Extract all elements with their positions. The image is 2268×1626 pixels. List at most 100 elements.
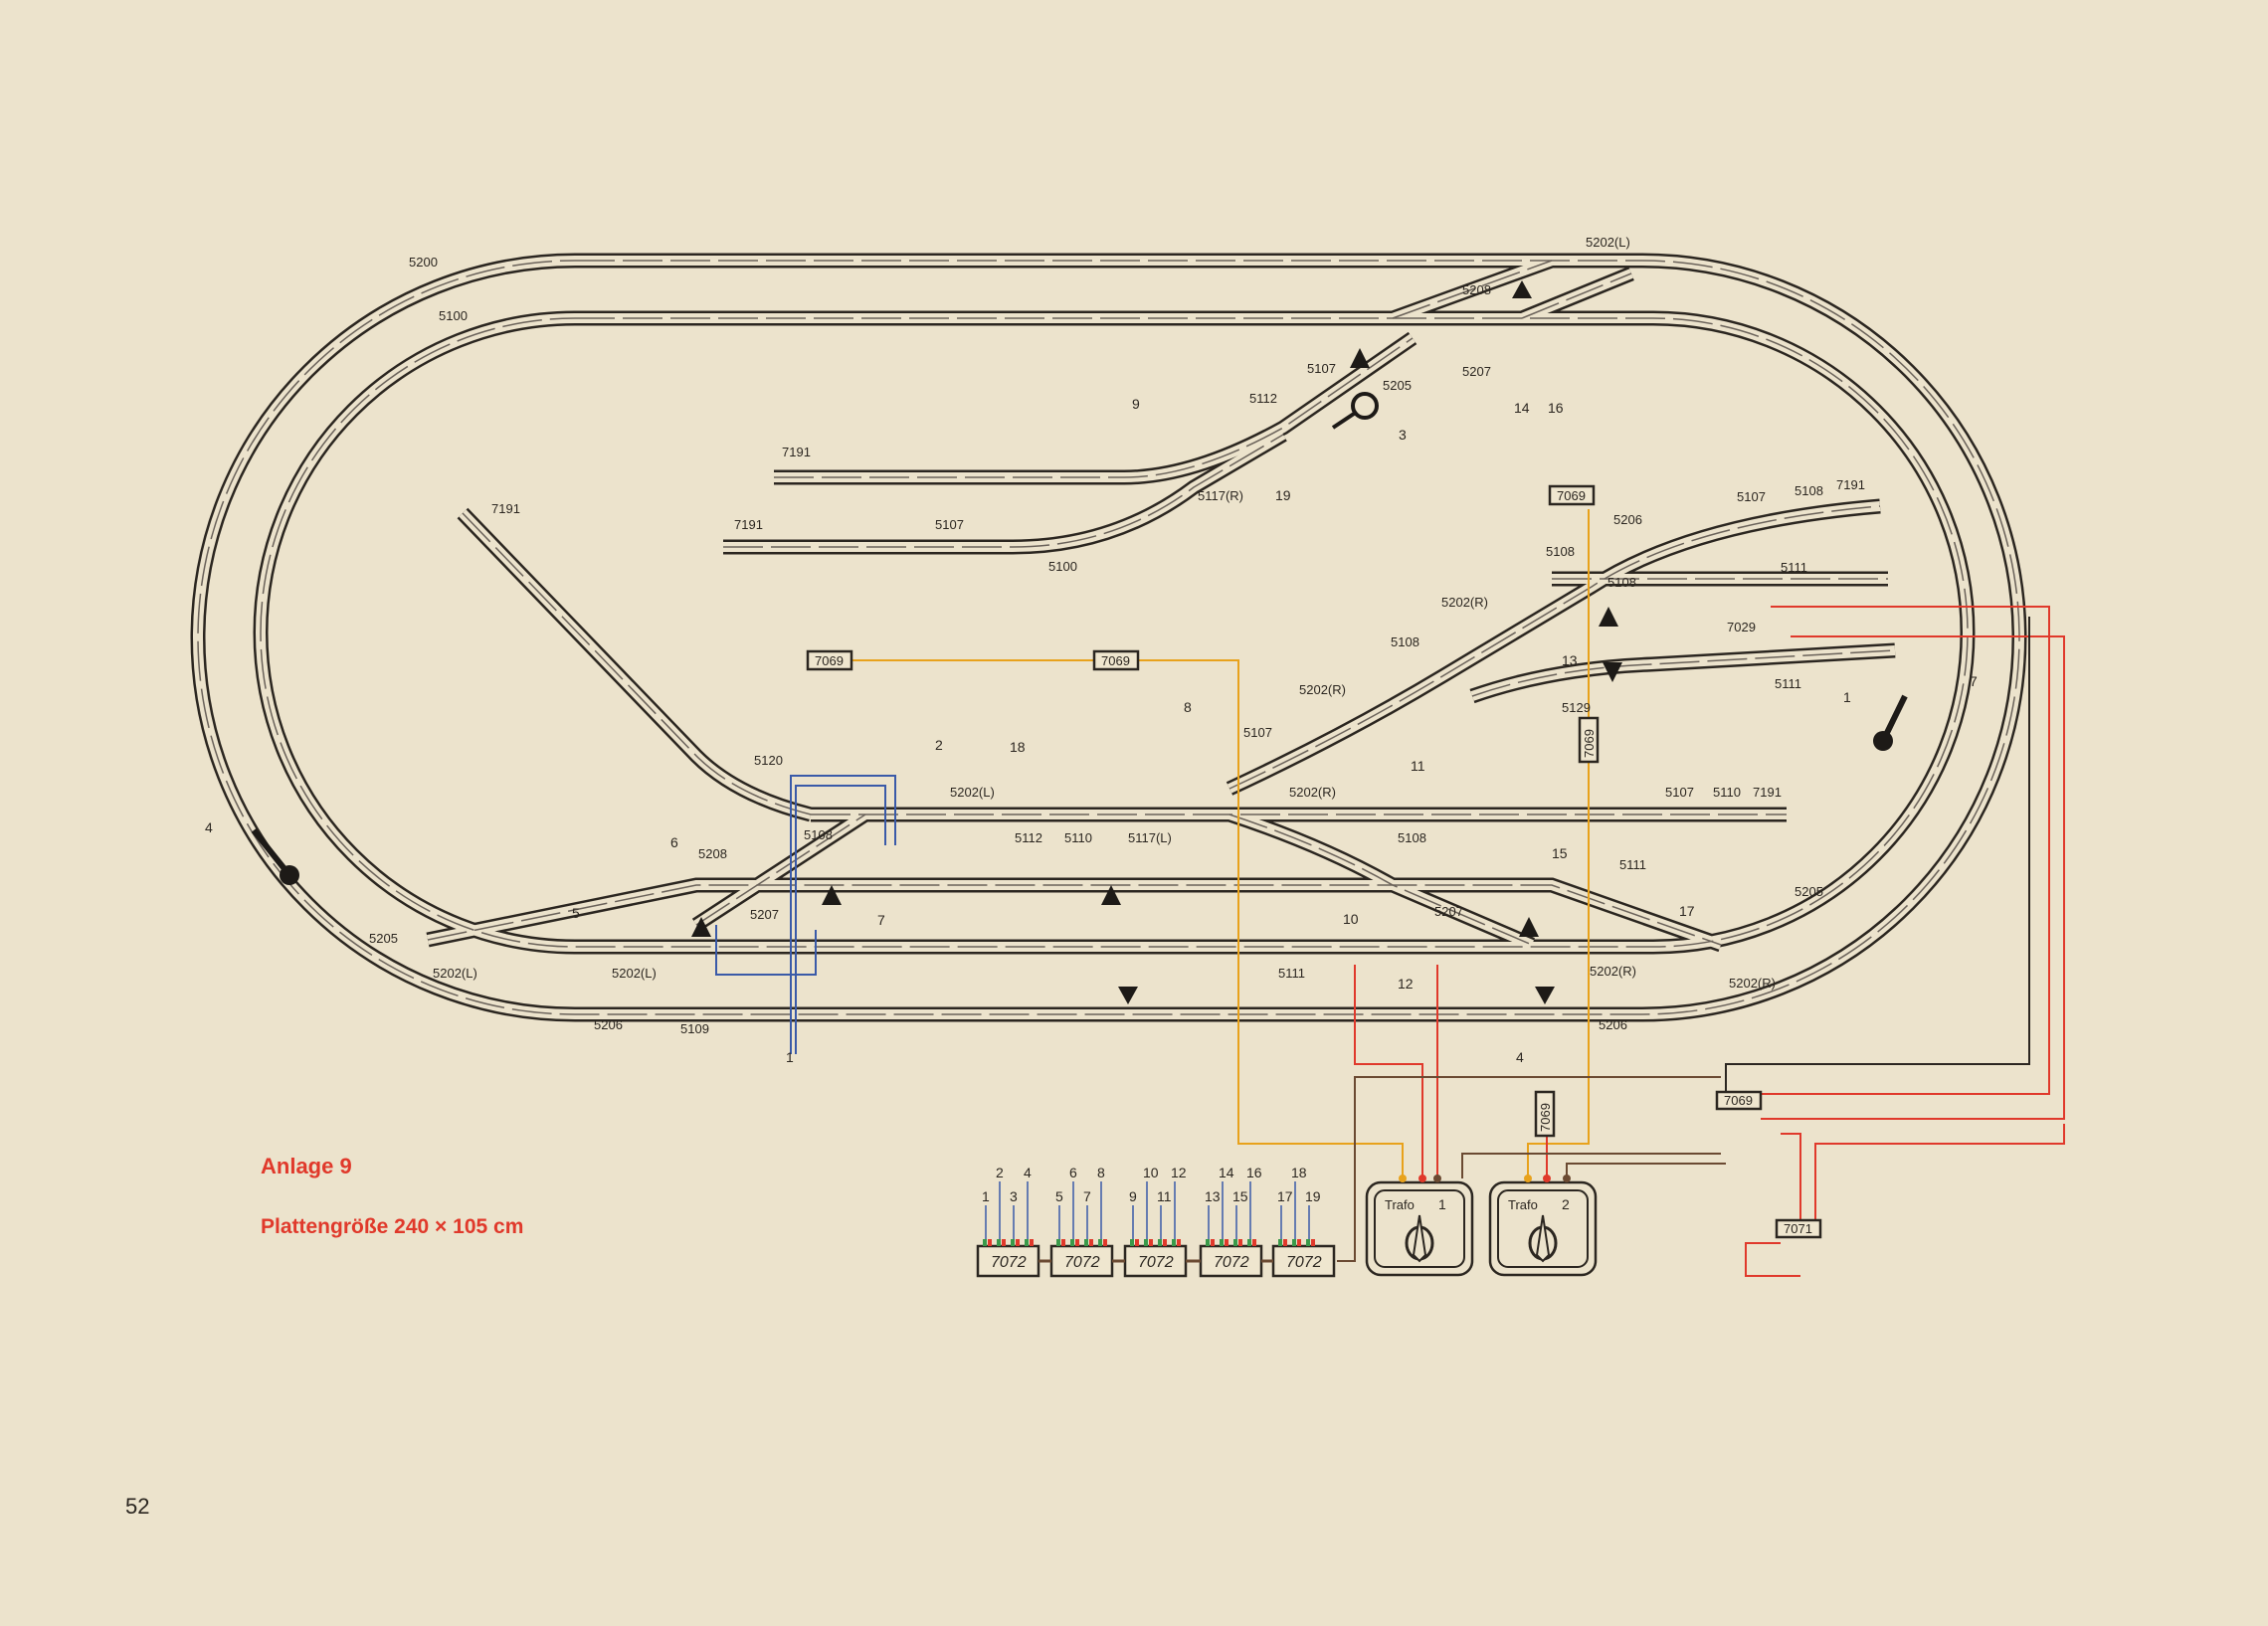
- track-label: 5108: [1398, 830, 1426, 845]
- track-label: 5129: [1562, 700, 1591, 715]
- trafo-knob-icon[interactable]: [1528, 1214, 1558, 1263]
- terminal: [983, 1239, 987, 1246]
- board-size: Plattengröße 240 × 105 cm: [261, 1215, 523, 1238]
- switch-box-label: 7072: [1064, 1254, 1100, 1271]
- terminal: [1149, 1239, 1153, 1246]
- switch-box[interactable]: 7072: [1123, 1244, 1188, 1278]
- track-label: 5111: [1781, 560, 1807, 575]
- track-label: 16: [1548, 400, 1564, 416]
- track-label: 5111: [1775, 676, 1801, 691]
- track-label: 5120: [754, 753, 783, 768]
- terminal: [1016, 1239, 1020, 1246]
- signal-icon: [822, 885, 842, 905]
- track-label: 5107: [1665, 785, 1694, 800]
- track-label: 5110: [1064, 830, 1092, 845]
- track-label: 5107: [1737, 489, 1766, 504]
- track-label: 13: [1562, 652, 1578, 668]
- switch-box[interactable]: 7072: [1199, 1244, 1263, 1278]
- track-label: 5202(R): [1590, 964, 1636, 979]
- distributor-label: 7069: [1724, 1093, 1753, 1108]
- track-label: 17: [1679, 903, 1695, 919]
- signal-icon: [1599, 607, 1618, 627]
- track-label: 4: [1516, 1049, 1524, 1065]
- switch-box-label: 7072: [1214, 1254, 1249, 1271]
- terminal: [1306, 1239, 1310, 1246]
- distributor-label: 7071: [1784, 1221, 1812, 1236]
- track-label: 5202(L): [433, 966, 477, 981]
- track-label: 7029: [1727, 620, 1756, 634]
- switch-box[interactable]: 7072: [976, 1244, 1040, 1278]
- track-label: 5202(L): [1586, 235, 1630, 250]
- trafo-label: Trafo: [1385, 1197, 1415, 1212]
- track-label: 7069: [815, 653, 844, 668]
- switch-number: 1: [982, 1188, 990, 1204]
- terminal: [1084, 1239, 1088, 1246]
- trafo-number: 1: [1438, 1196, 1446, 1212]
- track-label: 5207: [1434, 904, 1463, 919]
- track-label: 4: [205, 819, 213, 835]
- terminal: [1206, 1239, 1210, 1246]
- signal-icon: [1512, 280, 1532, 298]
- track-label: 7191: [782, 445, 811, 459]
- switch-box[interactable]: 7072: [1049, 1244, 1114, 1278]
- track-label: 7191: [734, 517, 763, 532]
- track-label: 10: [1343, 911, 1359, 927]
- terminal: [1177, 1239, 1181, 1246]
- terminal: [1233, 1239, 1237, 1246]
- terminal: [1025, 1239, 1029, 1246]
- terminal: [1030, 1239, 1034, 1246]
- track-label: 5100: [439, 308, 468, 323]
- track-label: 11: [1411, 758, 1425, 774]
- track-label: 5205: [1795, 884, 1823, 899]
- track-label: 9: [1132, 396, 1140, 412]
- terminal: [1075, 1239, 1079, 1246]
- track-label: 5200: [409, 255, 438, 270]
- trafo-label: Trafo: [1508, 1197, 1538, 1212]
- trafo-knob-icon[interactable]: [1405, 1214, 1434, 1263]
- switch-number: 4: [1024, 1165, 1032, 1180]
- terminal: [1311, 1239, 1315, 1246]
- track-label: 5202(L): [950, 785, 995, 800]
- switch-number: 11: [1157, 1188, 1172, 1204]
- switch-box[interactable]: 7072: [1271, 1244, 1336, 1278]
- switch-number: 19: [1305, 1188, 1321, 1204]
- terminal: [1135, 1239, 1139, 1246]
- switch-number: 2: [996, 1165, 1004, 1180]
- terminal: [1252, 1239, 1256, 1246]
- track-label: 5112: [1015, 830, 1042, 845]
- terminal: [1278, 1239, 1282, 1246]
- track-label: 5111: [1278, 966, 1305, 981]
- track-label: 5100: [1048, 559, 1077, 574]
- switch-number: 14: [1219, 1165, 1234, 1180]
- uncoupler-icon: [1331, 392, 1379, 430]
- track-label: 5202(R): [1299, 682, 1346, 697]
- switch-number: 10: [1143, 1165, 1159, 1180]
- track-label: 7191: [1836, 477, 1865, 492]
- signal-icon: [1519, 917, 1539, 937]
- terminal: [1225, 1239, 1228, 1246]
- distributor-box: [1092, 649, 1140, 671]
- terminal: [1144, 1239, 1148, 1246]
- signal-icon: [1101, 885, 1121, 905]
- distributor-box: [1578, 716, 1600, 764]
- terminal: [1061, 1239, 1065, 1246]
- switch-number: 12: [1171, 1165, 1187, 1180]
- terminal: [1070, 1239, 1074, 1246]
- track-label: 7069: [1557, 488, 1586, 503]
- track-label: 19: [1275, 487, 1291, 503]
- terminal: [1247, 1239, 1251, 1246]
- distributor-box: [1548, 484, 1596, 506]
- uncoupler-icon: [1873, 694, 1908, 751]
- track-label: 7069: [1101, 653, 1130, 668]
- track-label: 18: [1010, 739, 1026, 755]
- trafo-1[interactable]: Trafo 1: [1365, 1174, 1474, 1277]
- track-label: 5107: [935, 517, 964, 532]
- trafo-number: 2: [1562, 1196, 1570, 1212]
- signal-icon: [1350, 348, 1370, 368]
- trafo-2[interactable]: Trafo 2: [1488, 1174, 1598, 1277]
- track-label: 5107: [1243, 725, 1272, 740]
- switch-number: 16: [1246, 1165, 1262, 1180]
- track-label: 15: [1552, 845, 1568, 861]
- terminal: [1158, 1239, 1162, 1246]
- track-label: 5208: [1462, 282, 1491, 297]
